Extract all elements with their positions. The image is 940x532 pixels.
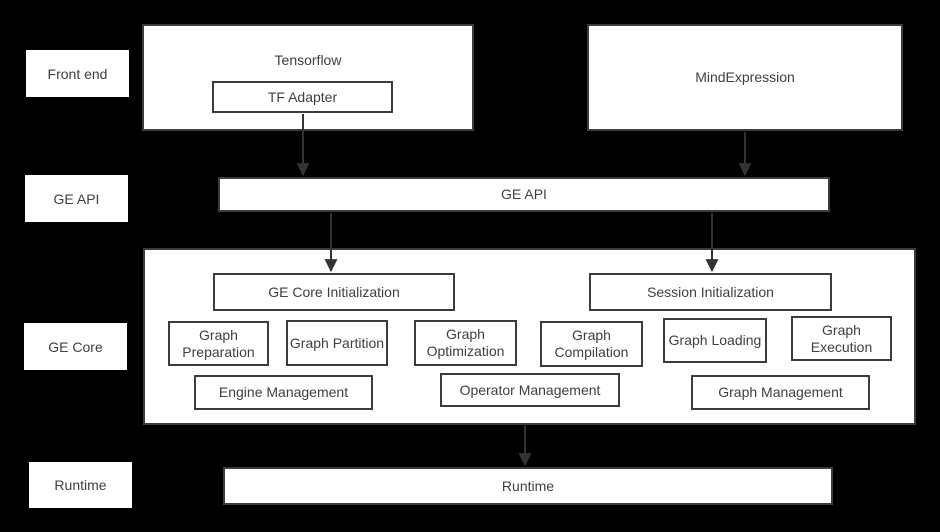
session-initialization-box: Session Initialization — [589, 273, 832, 311]
module-box-graph-compilation: Graph Compilation — [540, 321, 643, 367]
session-initialization-label: Session Initialization — [647, 283, 774, 300]
row-label-runtime-text: Runtime — [54, 477, 107, 493]
row-label-ge-core: GE Core — [24, 323, 127, 370]
ge-api-bar: GE API — [218, 177, 830, 212]
mindexpression-box: MindExpression — [587, 24, 903, 131]
graph-execution-label: Graph Execution — [810, 321, 873, 355]
graph-optimization-label: Graph Optimization — [426, 326, 505, 359]
row-label-ge-core-text: GE Core — [48, 338, 103, 355]
graph-compilation-label: Graph Compilation — [554, 327, 629, 360]
module-box-graph-loading: Graph Loading — [663, 318, 767, 363]
row-label-runtime: Runtime — [29, 462, 132, 508]
ge-core-initialization-label: GE Core Initialization — [268, 283, 400, 300]
tensorflow-label: Tensorflow — [274, 52, 342, 68]
engine-management-label: Engine Management — [218, 384, 349, 400]
module-box-graph-optimization: Graph Optimization — [414, 320, 517, 366]
mindexpression-label: MindExpression — [695, 69, 795, 85]
graph-partition-label: Graph Partition — [289, 334, 385, 351]
tensorflow-box: Tensorflow TF Adapter — [142, 24, 474, 131]
operator-management-box: Operator Management — [440, 373, 620, 407]
tf-adapter-label: TF Adapter — [267, 88, 338, 105]
graph-management-label: Graph Management — [718, 384, 843, 400]
graph-loading-label: Graph Loading — [668, 332, 762, 348]
module-box-graph-preparation: Graph Preparation — [168, 321, 269, 366]
module-box-graph-execution: Graph Execution — [791, 316, 892, 361]
row-label-ge-api: GE API — [25, 175, 128, 222]
row-label-front-end: Front end — [26, 50, 129, 97]
operator-management-label: Operator Management — [459, 381, 601, 398]
graph-management-box: Graph Management — [691, 375, 870, 410]
ge-api-bar-label: GE API — [501, 186, 547, 202]
module-box-graph-partition: Graph Partition — [286, 320, 388, 366]
runtime-bar: Runtime — [223, 467, 833, 505]
row-label-front-end-text: Front end — [47, 65, 108, 82]
graph-preparation-label: Graph Preparation — [182, 326, 255, 360]
ge-core-box: GE Core Initialization Session Initializ… — [143, 248, 916, 425]
engine-management-box: Engine Management — [194, 375, 373, 410]
runtime-bar-label: Runtime — [501, 477, 555, 494]
row-label-ge-api-text: GE API — [53, 190, 100, 207]
tf-adapter-box: TF Adapter — [212, 81, 393, 113]
ge-core-initialization-box: GE Core Initialization — [213, 273, 455, 311]
